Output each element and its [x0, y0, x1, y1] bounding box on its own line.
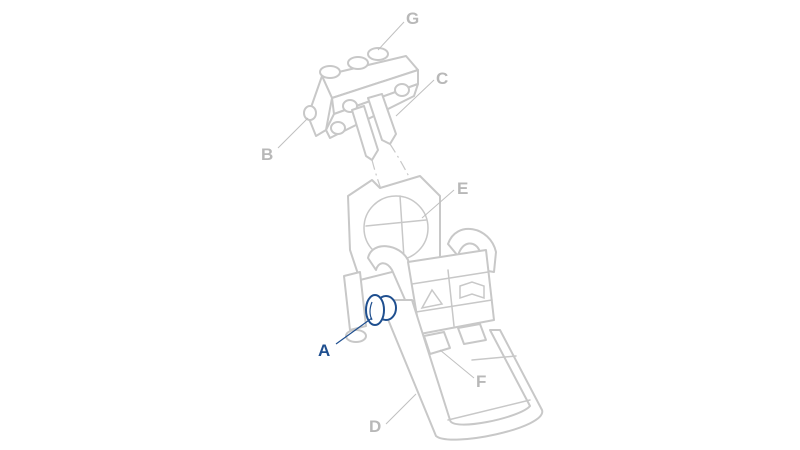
- leader-e: [421, 189, 455, 219]
- leader-a: [335, 317, 373, 345]
- leader-g: [377, 21, 405, 51]
- highlighted-cap-part-a: [365, 294, 397, 326]
- callout-f: F: [476, 372, 486, 391]
- callout-e: E: [457, 179, 468, 198]
- callout-c: C: [436, 69, 448, 88]
- handle-frame: [379, 299, 544, 441]
- connector-block: [303, 47, 419, 161]
- leader-b: [277, 117, 309, 149]
- nut-left: [423, 331, 451, 355]
- callout-a: A: [318, 341, 330, 360]
- nut-right: [457, 323, 487, 345]
- callout-b: B: [261, 145, 273, 164]
- callout-g: G: [406, 9, 419, 28]
- side-plate: [343, 271, 367, 331]
- leader-f: [439, 349, 475, 379]
- leader-c: [395, 79, 435, 117]
- leader-d: [385, 393, 417, 425]
- callout-d: D: [369, 417, 381, 436]
- manual-book-icon: [459, 281, 485, 300]
- label-panel: [407, 249, 495, 335]
- warning-icon: [420, 288, 444, 310]
